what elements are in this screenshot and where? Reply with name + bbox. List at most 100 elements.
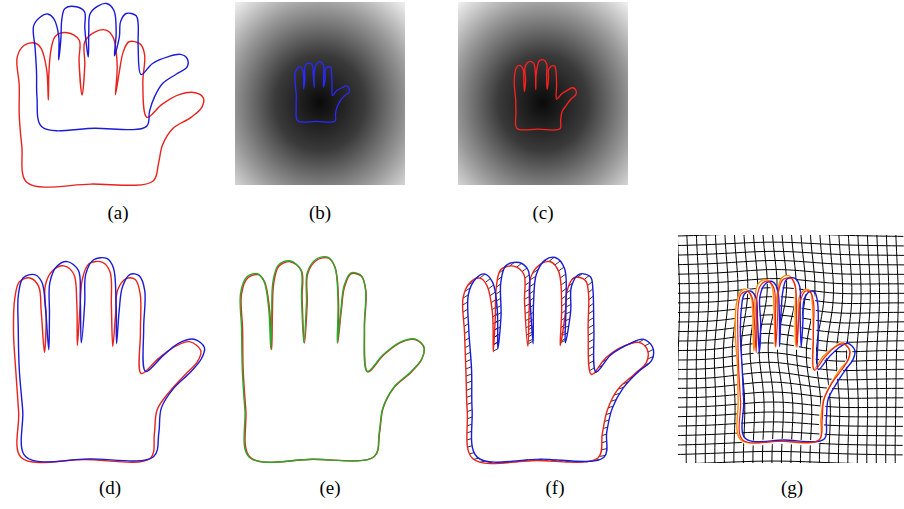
panel-label: (d) [99,478,121,499]
blue-hand [33,3,188,130]
grid-line [678,382,904,389]
green-hand [240,257,424,463]
grid-line [867,235,871,463]
grid-line [678,362,904,370]
grid-line [678,235,680,463]
grid-line [678,402,903,408]
grid-line [723,235,728,463]
grid-line [678,333,904,342]
red-hand [241,258,424,463]
correspondence-line [558,267,563,271]
panel-f [462,257,653,463]
grid-line [787,235,796,463]
blue-hand [18,258,205,462]
grid-line [678,451,903,455]
correspondence-line [517,263,522,267]
grid-line [678,297,904,304]
grid-line [895,235,898,463]
correspondence-line [465,345,470,348]
red-hand [462,261,648,463]
correspondence-line [589,368,594,371]
blue-hand [740,278,855,442]
red-hand [738,278,850,443]
correspondence-line [466,381,472,383]
correspondence-line [522,268,527,272]
correspondence-line [490,292,495,296]
grid-line [678,343,904,352]
grid-line [678,235,903,236]
orange-hand [735,276,850,443]
correspondence-line [465,352,470,355]
panel-label: (e) [319,478,340,499]
grid-line [678,412,903,417]
correspondence-line [466,367,472,369]
correspondence-line [588,332,594,335]
correspondence-line [463,316,468,319]
grid-line [705,235,708,463]
hand-halo [737,278,850,443]
grid-line [678,392,903,398]
correspondence-line [648,349,653,352]
panel-g [678,235,904,463]
grid-line [678,422,903,426]
correspondence-line [485,279,490,283]
correspondence-line [467,446,472,447]
correspondence-lines [462,257,653,463]
panel-label: (f) [546,478,565,499]
panel-label: (b) [309,203,331,224]
grid-line [678,315,904,323]
panel-e [240,257,424,463]
grid-line [886,235,889,463]
panel-label: (g) [781,478,803,499]
red-hand [514,60,576,130]
correspondence-line [488,285,493,289]
distance-map [458,2,628,185]
blue-hand [468,257,654,462]
blue-hand [295,62,350,123]
panel-g-hands [735,276,855,444]
correspondence-line [588,318,593,321]
correspondence-line [555,261,560,265]
correspondence-line [588,339,594,342]
correspondence-line [584,276,589,280]
correspondence-line [602,441,607,442]
panel-d [13,258,204,463]
red-hand [13,261,201,462]
panel-label: (c) [532,203,553,224]
grid-line [857,235,862,463]
grid-line [686,235,689,463]
grid-line [678,306,904,314]
correspondence-line [466,359,471,361]
grid-line [678,260,904,264]
distance-map [235,2,405,185]
panel-label: (a) [107,203,128,224]
correspondence-line [467,410,472,412]
correspondence-line [466,374,472,376]
panel-a [17,3,204,187]
grid-line [678,251,904,255]
correspondence-line [560,274,566,278]
red-hand [17,30,204,187]
correspondence-line [467,403,472,405]
grid-line [678,288,904,294]
grid-line [696,235,699,463]
correspondence-line [466,388,471,390]
grid-line [678,461,903,463]
correspondence-line [525,311,531,314]
grid-line [678,353,904,362]
correspondence-line [588,354,593,357]
panel-b [235,2,405,185]
correspondence-line [588,325,594,328]
grid-line [678,372,904,380]
correspondence-line [588,346,594,349]
grid-line [876,235,879,463]
grid-line [797,235,806,463]
grid-line [678,432,903,436]
grid-line [678,242,904,246]
grid-line [678,324,904,333]
grid-line [678,270,904,275]
correspondence-line [467,395,472,397]
correspondence-line [588,289,592,293]
panel-c [458,2,628,185]
